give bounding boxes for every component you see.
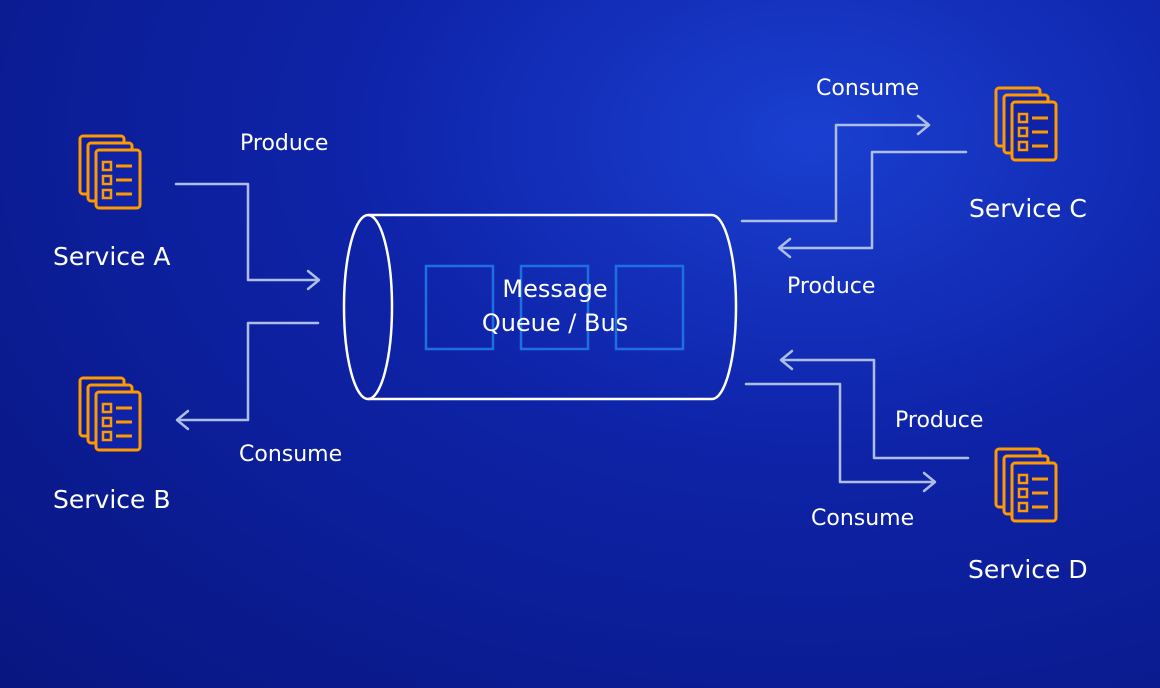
queue-label-line1: Message: [502, 275, 608, 303]
service-d-label: Service D: [968, 555, 1088, 584]
service-b-consume-label: Consume: [239, 442, 343, 467]
service-c-icon: [994, 86, 1058, 162]
message-queue-cylinder: [342, 213, 738, 401]
service-b-icon: [78, 376, 142, 452]
message-queue-label: Message Queue / Bus: [440, 272, 670, 340]
queue-slot-3: [614, 264, 685, 351]
service-d-produce-label: Produce: [895, 408, 984, 433]
service-c-consume-label: Consume: [816, 76, 920, 101]
service-a-produce-label: Produce: [240, 131, 329, 156]
service-c-produce-label: Produce: [787, 274, 876, 299]
service-d-consume-arrow: [744, 382, 937, 493]
service-a-produce-arrow: [174, 182, 321, 291]
service-a-icon: [78, 134, 142, 210]
service-c-produce-arrow: [777, 150, 968, 259]
service-d-consume-label: Consume: [811, 506, 915, 531]
queue-label-line2: Queue / Bus: [481, 309, 629, 337]
service-d-produce-arrow: [779, 349, 970, 460]
queue-slot-1: [424, 264, 495, 351]
service-c-label: Service C: [969, 194, 1087, 223]
service-b-consume-arrow: [175, 321, 320, 431]
service-a-label: Service A: [53, 242, 171, 271]
service-d-icon: [994, 447, 1058, 523]
service-b-label: Service B: [53, 485, 171, 514]
service-c-consume-arrow: [740, 114, 931, 223]
queue-slot-2: [519, 264, 590, 351]
